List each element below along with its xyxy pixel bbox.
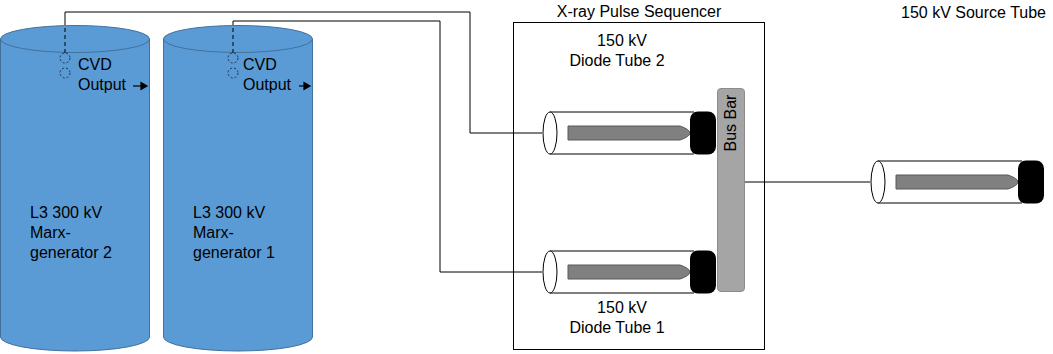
output-label: CVD Output (78, 55, 138, 95)
bus-bar-label: Bus Bar (721, 95, 741, 152)
terminal-circle (60, 53, 70, 63)
sequencer-box: 150 kV Diode Tube 2 150 kV Diode Tube 1 Bu… (513, 22, 765, 350)
terminal-circle (60, 68, 70, 78)
output-label-holder: CVD Output (243, 55, 303, 95)
output-arrows (133, 83, 310, 90)
terminal-circle (228, 53, 238, 63)
tube-end (543, 251, 557, 293)
tube-label-holder: 150 kV Diode Tube 2 (566, 31, 668, 71)
tube-shape (870, 160, 1045, 204)
tube-cap (690, 112, 716, 155)
generator-label: L3 300 kV Marx-generator 1 (193, 203, 293, 263)
cylinder-shape (163, 25, 313, 352)
cylinder-shape (0, 25, 150, 352)
terminal-circle (228, 68, 238, 78)
tube-envelope (550, 112, 694, 154)
marx-generator-cylinder: L3 300 kV Marx-generator 1 CVD Output (163, 25, 313, 352)
marx-generator-cylinder: L3 300 kV Marx-generator 2 CVD Output (0, 25, 150, 352)
tube-electrode (568, 126, 690, 140)
wire-connector (745, 182, 870, 183)
tube-electrode (568, 265, 690, 279)
tube-label: 150 kV Diode Tube 2 (566, 31, 668, 71)
tube-electrode (896, 175, 1018, 189)
tube-label-holder: 150 kV Diode Tube 1 (566, 298, 668, 338)
output-arrowhead (304, 83, 310, 90)
cylinder-top (164, 26, 313, 53)
tube-shape (542, 250, 717, 294)
generator-label-holder: L3 300 kV Marx-generator 1 (193, 203, 293, 263)
tube-label: 150 kV Source Tube (870, 3, 1046, 23)
cylinder-body (1, 39, 150, 351)
tube-envelope (878, 161, 1022, 203)
tube-label: 150 kV Diode Tube 1 (566, 298, 668, 338)
dashed-lead (65, 25, 66, 53)
tube-end (871, 161, 885, 203)
cvd-output-terminals (60, 25, 238, 78)
box-heading-holder: X-ray Pulse Sequencer (514, 2, 764, 22)
box-heading: X-ray Pulse Sequencer (514, 2, 764, 22)
source-tube: 150 kV Source Tube (870, 3, 1048, 204)
output-arrowhead (141, 83, 147, 90)
generator-label-holder: L3 300 kV Marx-generator 2 (30, 203, 130, 263)
tube-envelope (550, 251, 694, 293)
cylinder-top (1, 26, 150, 53)
tube-end (543, 112, 557, 154)
diode-tube: 150 kV Diode Tube 1 (542, 250, 717, 338)
output-label: CVD Output (243, 55, 303, 95)
tube-cap (1018, 161, 1044, 204)
tube-label-holder: 150 kV Source Tube (870, 3, 1046, 23)
tube-shape (542, 111, 717, 155)
diode-tube: 150 kV Diode Tube 2 (542, 31, 717, 155)
dashed-lead (233, 25, 234, 53)
cylinder-body (164, 39, 313, 351)
tube-cap (690, 251, 716, 294)
output-arrow (299, 85, 306, 86)
bus-bar: Bus Bar (717, 88, 745, 292)
output-arrow (133, 85, 143, 86)
bus-bar-label-holder: Bus Bar (721, 95, 741, 152)
output-label-holder: CVD Output (78, 55, 138, 95)
generator-label: L3 300 kV Marx-generator 2 (30, 203, 130, 263)
